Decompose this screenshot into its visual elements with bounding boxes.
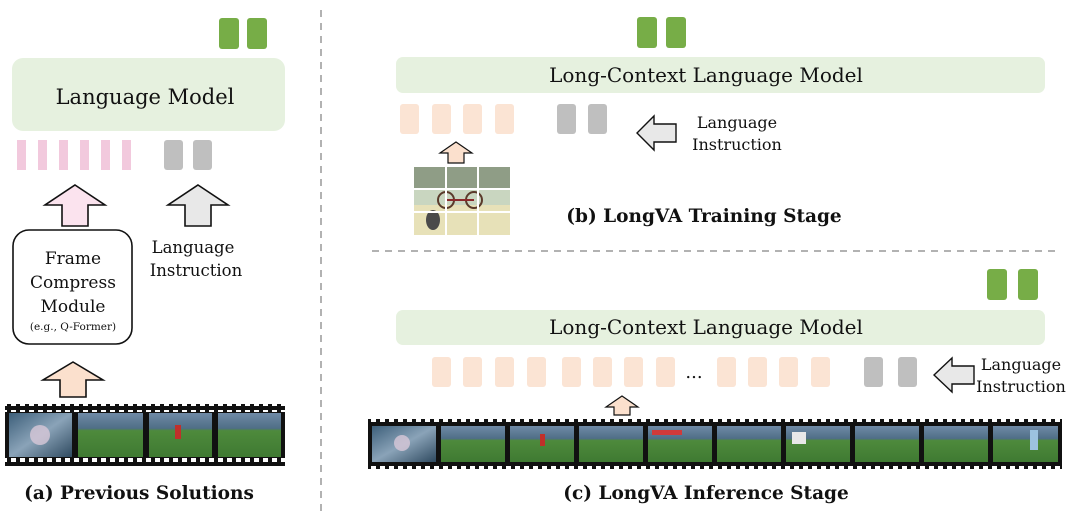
video-frame [924, 426, 988, 462]
up-arrow-icon [165, 184, 231, 227]
instruction-line-1: Language [152, 238, 235, 257]
panel-b: Long-Context Language Model Language Ins… [396, 17, 1045, 235]
language-model-label: Language Model [56, 85, 235, 109]
text-token [193, 140, 212, 170]
compress-line-1: Frame [45, 249, 101, 269]
visual-token [656, 357, 675, 387]
visual-token [80, 140, 89, 170]
visual-token [495, 357, 514, 387]
output-token [987, 269, 1007, 300]
ellipsis: ... [685, 362, 702, 383]
text-token [864, 357, 883, 387]
text-token [588, 104, 607, 134]
visual-token [717, 357, 736, 387]
visual-token [38, 140, 47, 170]
visual-token [17, 140, 26, 170]
visual-token [400, 104, 419, 134]
up-arrow-icon [604, 395, 640, 416]
visual-token [101, 140, 110, 170]
visual-token [624, 357, 643, 387]
caption-c: (c) LongVA Inference Stage [563, 483, 849, 504]
visual-token [593, 357, 612, 387]
left-arrow-icon [932, 356, 975, 394]
instruction-line-2: Instruction [150, 261, 243, 280]
video-frame [218, 413, 281, 457]
visual-token [122, 140, 131, 170]
instruction-line-1: Language [697, 113, 777, 132]
video-frame [441, 426, 505, 462]
language-model-box [12, 58, 285, 131]
frame-compress-module [12, 229, 133, 345]
caption-a: (a) Previous Solutions [24, 483, 254, 504]
film-strip [5, 404, 285, 466]
visual-token [432, 104, 451, 134]
caption-b: (b) LongVA Training Stage [566, 206, 841, 227]
instruction-line-2: Instruction [976, 377, 1066, 396]
up-arrow-icon [438, 141, 474, 164]
video-frame [993, 426, 1058, 462]
visual-token [59, 140, 68, 170]
visual-token [527, 357, 546, 387]
long-context-model-box [396, 310, 1045, 345]
text-token [557, 104, 576, 134]
instruction-line-1: Language [981, 355, 1061, 374]
long-context-model-label: Long-Context Language Model [549, 315, 863, 339]
output-token [637, 17, 657, 48]
visual-token [811, 357, 830, 387]
visual-token [463, 104, 482, 134]
video-frame [78, 413, 143, 457]
visual-token [779, 357, 798, 387]
long-context-model-box [396, 57, 1045, 93]
output-token [666, 17, 686, 48]
up-arrow-icon [40, 361, 106, 398]
video-frame [717, 426, 781, 462]
instruction-line-2: Instruction [692, 135, 782, 154]
visual-token [495, 104, 514, 134]
visual-token [748, 357, 767, 387]
long-context-model-label: Long-Context Language Model [549, 63, 863, 87]
panel-a: Language Model Frame Compress Module (e.… [5, 18, 285, 504]
visual-token [463, 357, 482, 387]
compress-line-3: Module [41, 297, 106, 317]
output-token [247, 18, 267, 49]
up-arrow-icon [42, 184, 108, 227]
visual-token [562, 357, 581, 387]
compress-example: (e.g., Q-Former) [30, 321, 116, 333]
film-strip [368, 419, 1062, 469]
output-token [1018, 269, 1038, 300]
left-arrow-icon [636, 114, 677, 152]
video-frame [855, 426, 919, 462]
text-token [898, 357, 917, 387]
compress-line-2: Compress [30, 273, 116, 293]
video-frame [579, 426, 643, 462]
visual-token [432, 357, 451, 387]
text-token [164, 140, 183, 170]
image-grid [414, 167, 510, 235]
output-token [219, 18, 239, 49]
panel-c: Long-Context Language Model ... Language… [368, 269, 1066, 504]
